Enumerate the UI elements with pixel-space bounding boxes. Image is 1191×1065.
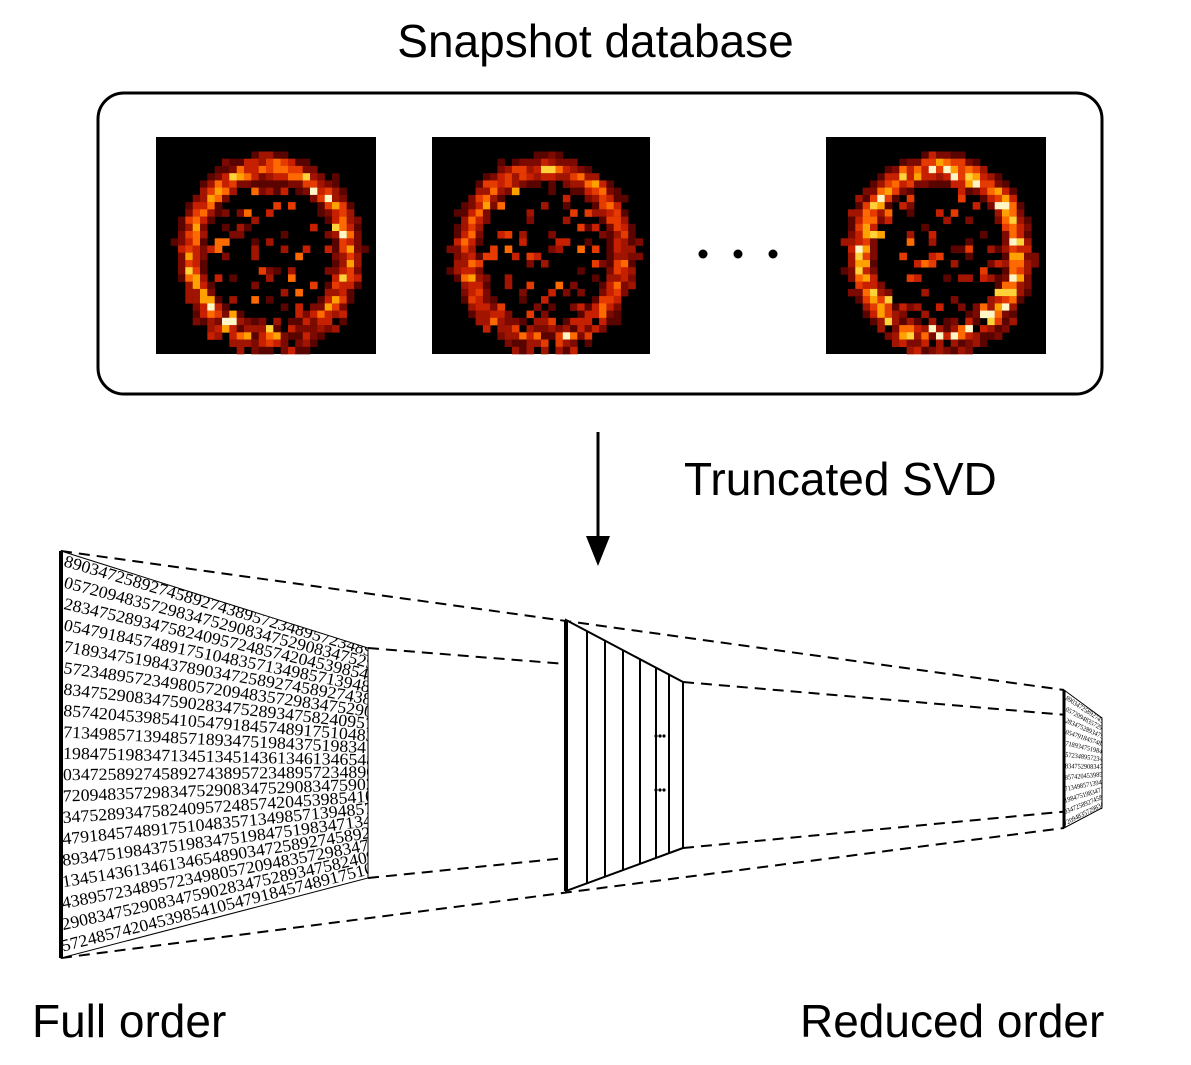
basis-ellipsis-upper: [654, 734, 666, 738]
snapshot-database-title: Snapshot database: [397, 15, 794, 67]
reduced-order-label: Reduced order: [800, 995, 1105, 1047]
reduced-digit-row: 85742045398541: [1064, 770, 1109, 782]
truncated-svd-label: Truncated SVD: [684, 453, 997, 505]
snapshot-ellipsis: [698, 249, 778, 259]
matrix-digit-row: 0347258927458927438957234895723489057: [63, 762, 394, 784]
snapshot-image-2: [432, 137, 650, 355]
snapshot-image-n: [826, 137, 1046, 355]
reduced-order-matrix: 8903472589274505720948357298283475289347…: [1062, 689, 1110, 829]
full-order-matrix: 8903472589274589274389572348957234895057…: [59, 550, 394, 959]
projection-lines: [60, 550, 1103, 959]
reduced-digit-row: 83475290834759: [1065, 762, 1110, 771]
snapshot-database-box: [96, 91, 1104, 396]
truncated-svd-arrow: [586, 432, 610, 566]
snapshot-image-1: [156, 137, 376, 355]
full-order-label: Full order: [32, 995, 227, 1047]
reduced-basis-matrix: [564, 618, 684, 893]
basis-ellipsis-lower: [654, 788, 666, 792]
